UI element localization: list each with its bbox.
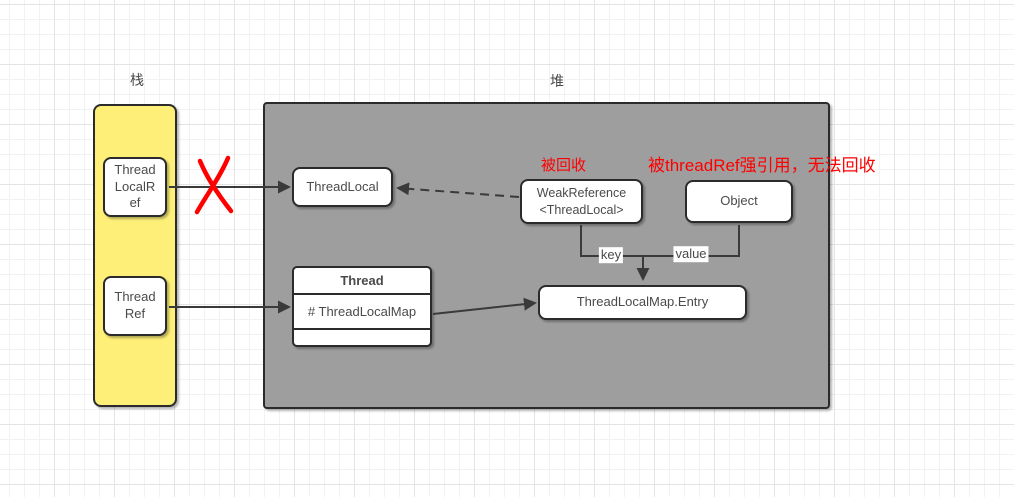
- thread-class-empty-section: [294, 330, 430, 345]
- node-threadlocal-ref: Thread LocalR ef: [103, 157, 167, 217]
- heap-container: [263, 102, 830, 409]
- annotation-strong-ref: 被threadRef强引用，无法回收: [648, 156, 876, 175]
- annotation-collected: 被回收: [541, 157, 587, 174]
- thread-class-title: Thread: [294, 268, 430, 295]
- thread-class-field-threadlocalmap: # ThreadLocalMap: [294, 295, 430, 330]
- node-threadlocalmap-entry: ThreadLocalMap.Entry: [538, 285, 747, 320]
- node-thread-class: Thread # ThreadLocalMap: [292, 266, 432, 347]
- edge-label-value: value: [673, 246, 709, 262]
- node-thread-ref: Thread Ref: [103, 276, 167, 336]
- stack-container: [93, 104, 177, 407]
- red-x-icon: [194, 155, 234, 215]
- node-weak-reference: WeakReference <ThreadLocal>: [520, 179, 643, 224]
- edge-label-key: key: [598, 247, 624, 263]
- node-threadlocal: ThreadLocal: [292, 167, 393, 207]
- node-object: Object: [685, 180, 793, 223]
- heap-region-label: 堆: [550, 73, 564, 89]
- stack-region-label: 栈: [130, 72, 144, 88]
